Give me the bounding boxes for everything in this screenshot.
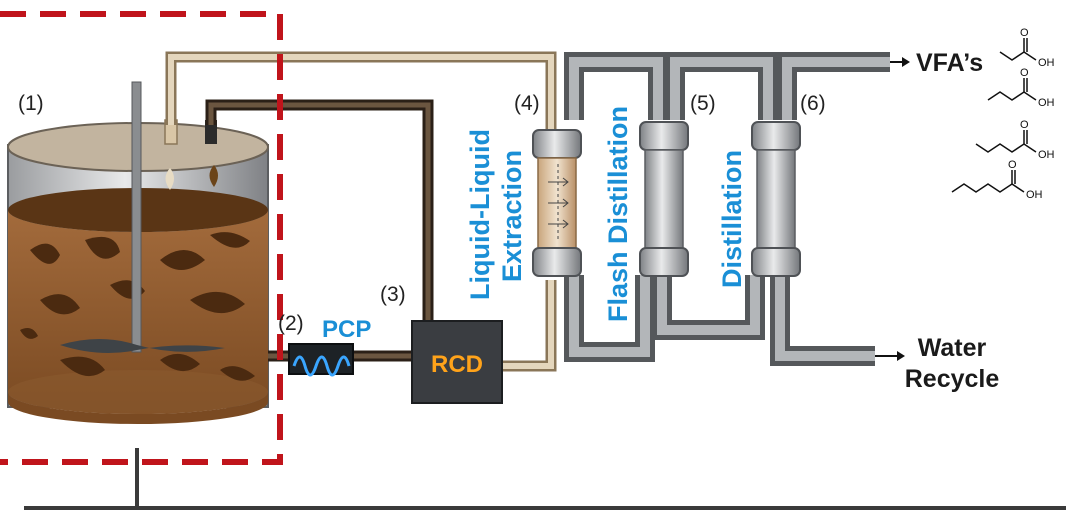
water-output-label-line2: Recycle [905, 365, 1000, 393]
rcd-label: RCD [431, 351, 483, 378]
label-step-4: (4) [514, 92, 540, 115]
valeric-acid-o: O [1020, 119, 1029, 131]
agitator [60, 81, 225, 354]
lle-column [532, 129, 582, 277]
rcd-unit [411, 320, 503, 404]
label-step-2: (2) [278, 312, 304, 335]
pipe-rcd-to-lle [502, 280, 557, 372]
pcp-label: PCP [322, 316, 371, 343]
propionic-acid-structure [999, 38, 1037, 61]
label-step-3: (3) [380, 283, 406, 306]
distillation-label: Distillation [717, 150, 747, 288]
vfa-output-arrow [890, 57, 910, 67]
caproic-acid-o: O [1008, 159, 1017, 171]
propionic-acid-o: O [1020, 27, 1029, 39]
caproic-acid-structure [951, 170, 1025, 193]
label-step-5: (5) [690, 92, 716, 115]
water-output-label-line1: Water [918, 334, 987, 362]
butyric-acid-oh: OH [1038, 97, 1055, 109]
label-step-6: (6) [800, 92, 826, 115]
pipe-grey-network [564, 52, 890, 366]
vfa-output-label: VFA’s [916, 49, 983, 77]
flash-distillation-label: Flash Distillation [603, 106, 633, 322]
label-step-1: (1) [18, 92, 44, 115]
pcp-unit [288, 343, 354, 377]
butyric-acid-o: O [1020, 67, 1029, 79]
pipe-tan-return [165, 51, 557, 130]
flash-distillation-column [639, 121, 689, 277]
pipe-dark-permeate [205, 99, 434, 325]
distillation-column [751, 121, 801, 277]
valeric-acid-oh: OH [1038, 149, 1055, 161]
lle-label-line1: Liquid-Liquid [465, 129, 495, 300]
propionic-acid-oh: OH [1038, 57, 1055, 69]
reactor-ports [164, 119, 218, 190]
water-output-arrow [875, 351, 905, 361]
caproic-acid-oh: OH [1026, 189, 1043, 201]
valeric-acid-structure [975, 130, 1037, 153]
butyric-acid-structure [987, 78, 1037, 101]
reactor-boundary-dashed [0, 11, 283, 465]
lle-label-line2: Extraction [497, 150, 527, 282]
